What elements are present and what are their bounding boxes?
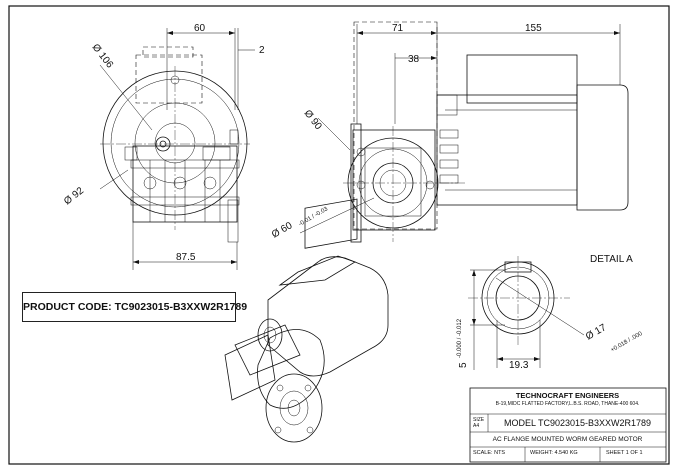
dim-side-dia-90: Ø 90 [302, 108, 324, 132]
dim-detail-dia: Ø 17 [584, 322, 609, 343]
title-block-address: B-19,MIDC FLATTED FACTORY,L.B.S. ROAD, T… [495, 401, 640, 407]
dim-side-155: 155 [525, 23, 542, 34]
dim-detail-key: 5 [458, 362, 469, 368]
dim-side-tol-60: -0.01 / -0.03 [298, 206, 330, 228]
title-block-scale: SCALE: NTS [473, 450, 506, 456]
title-block-company: TECHNOCRAFT ENGINEERS [515, 391, 620, 400]
product-code: PRODUCT CODE: TC9023015-B3XXW2R1789 [23, 301, 248, 313]
dim-detail-width: 19.3 [509, 360, 529, 371]
title-block-size: SIZE A4 [473, 417, 484, 429]
detail-label: DETAIL A [590, 254, 633, 265]
product-code-box: PRODUCT CODE: TC9023015-B3XXW2R1789 [22, 292, 248, 322]
front-view [99, 28, 255, 270]
dim-front-base: 87.5 [176, 252, 196, 263]
title-block [469, 387, 667, 463]
dim-front-dia-106: Ø 106 [90, 42, 116, 71]
dim-front-offset: 2 [259, 45, 265, 56]
dim-side-38: 38 [408, 54, 420, 65]
dim-side-dia-60: Ø 60 [270, 220, 295, 241]
detail-a-view [468, 256, 585, 370]
size-value: A4 [473, 423, 480, 429]
dim-detail-tol-key: -0.000 / -0.012 [457, 318, 463, 358]
title-block-sheet: SHEET 1 OF 1 [606, 450, 643, 456]
dim-detail-tol-dia: +0.018 / .000 [610, 331, 644, 354]
dim-front-dia-92: Ø 92 [62, 185, 86, 207]
size-label: SIZE [473, 417, 485, 423]
title-block-model: MODEL TC9023015-B3XXW2R1789 [503, 418, 652, 428]
title-block-description: AC FLANGE MOUNTED WORM GEARED MOTOR [492, 436, 643, 443]
title-block-weight: WEIGHT: 4.540 KG [530, 450, 578, 456]
dim-side-71: 71 [392, 23, 404, 34]
side-view [299, 21, 629, 243]
sheet-border [8, 5, 670, 465]
isometric-view [224, 198, 389, 443]
dim-front-width: 60 [194, 23, 206, 34]
